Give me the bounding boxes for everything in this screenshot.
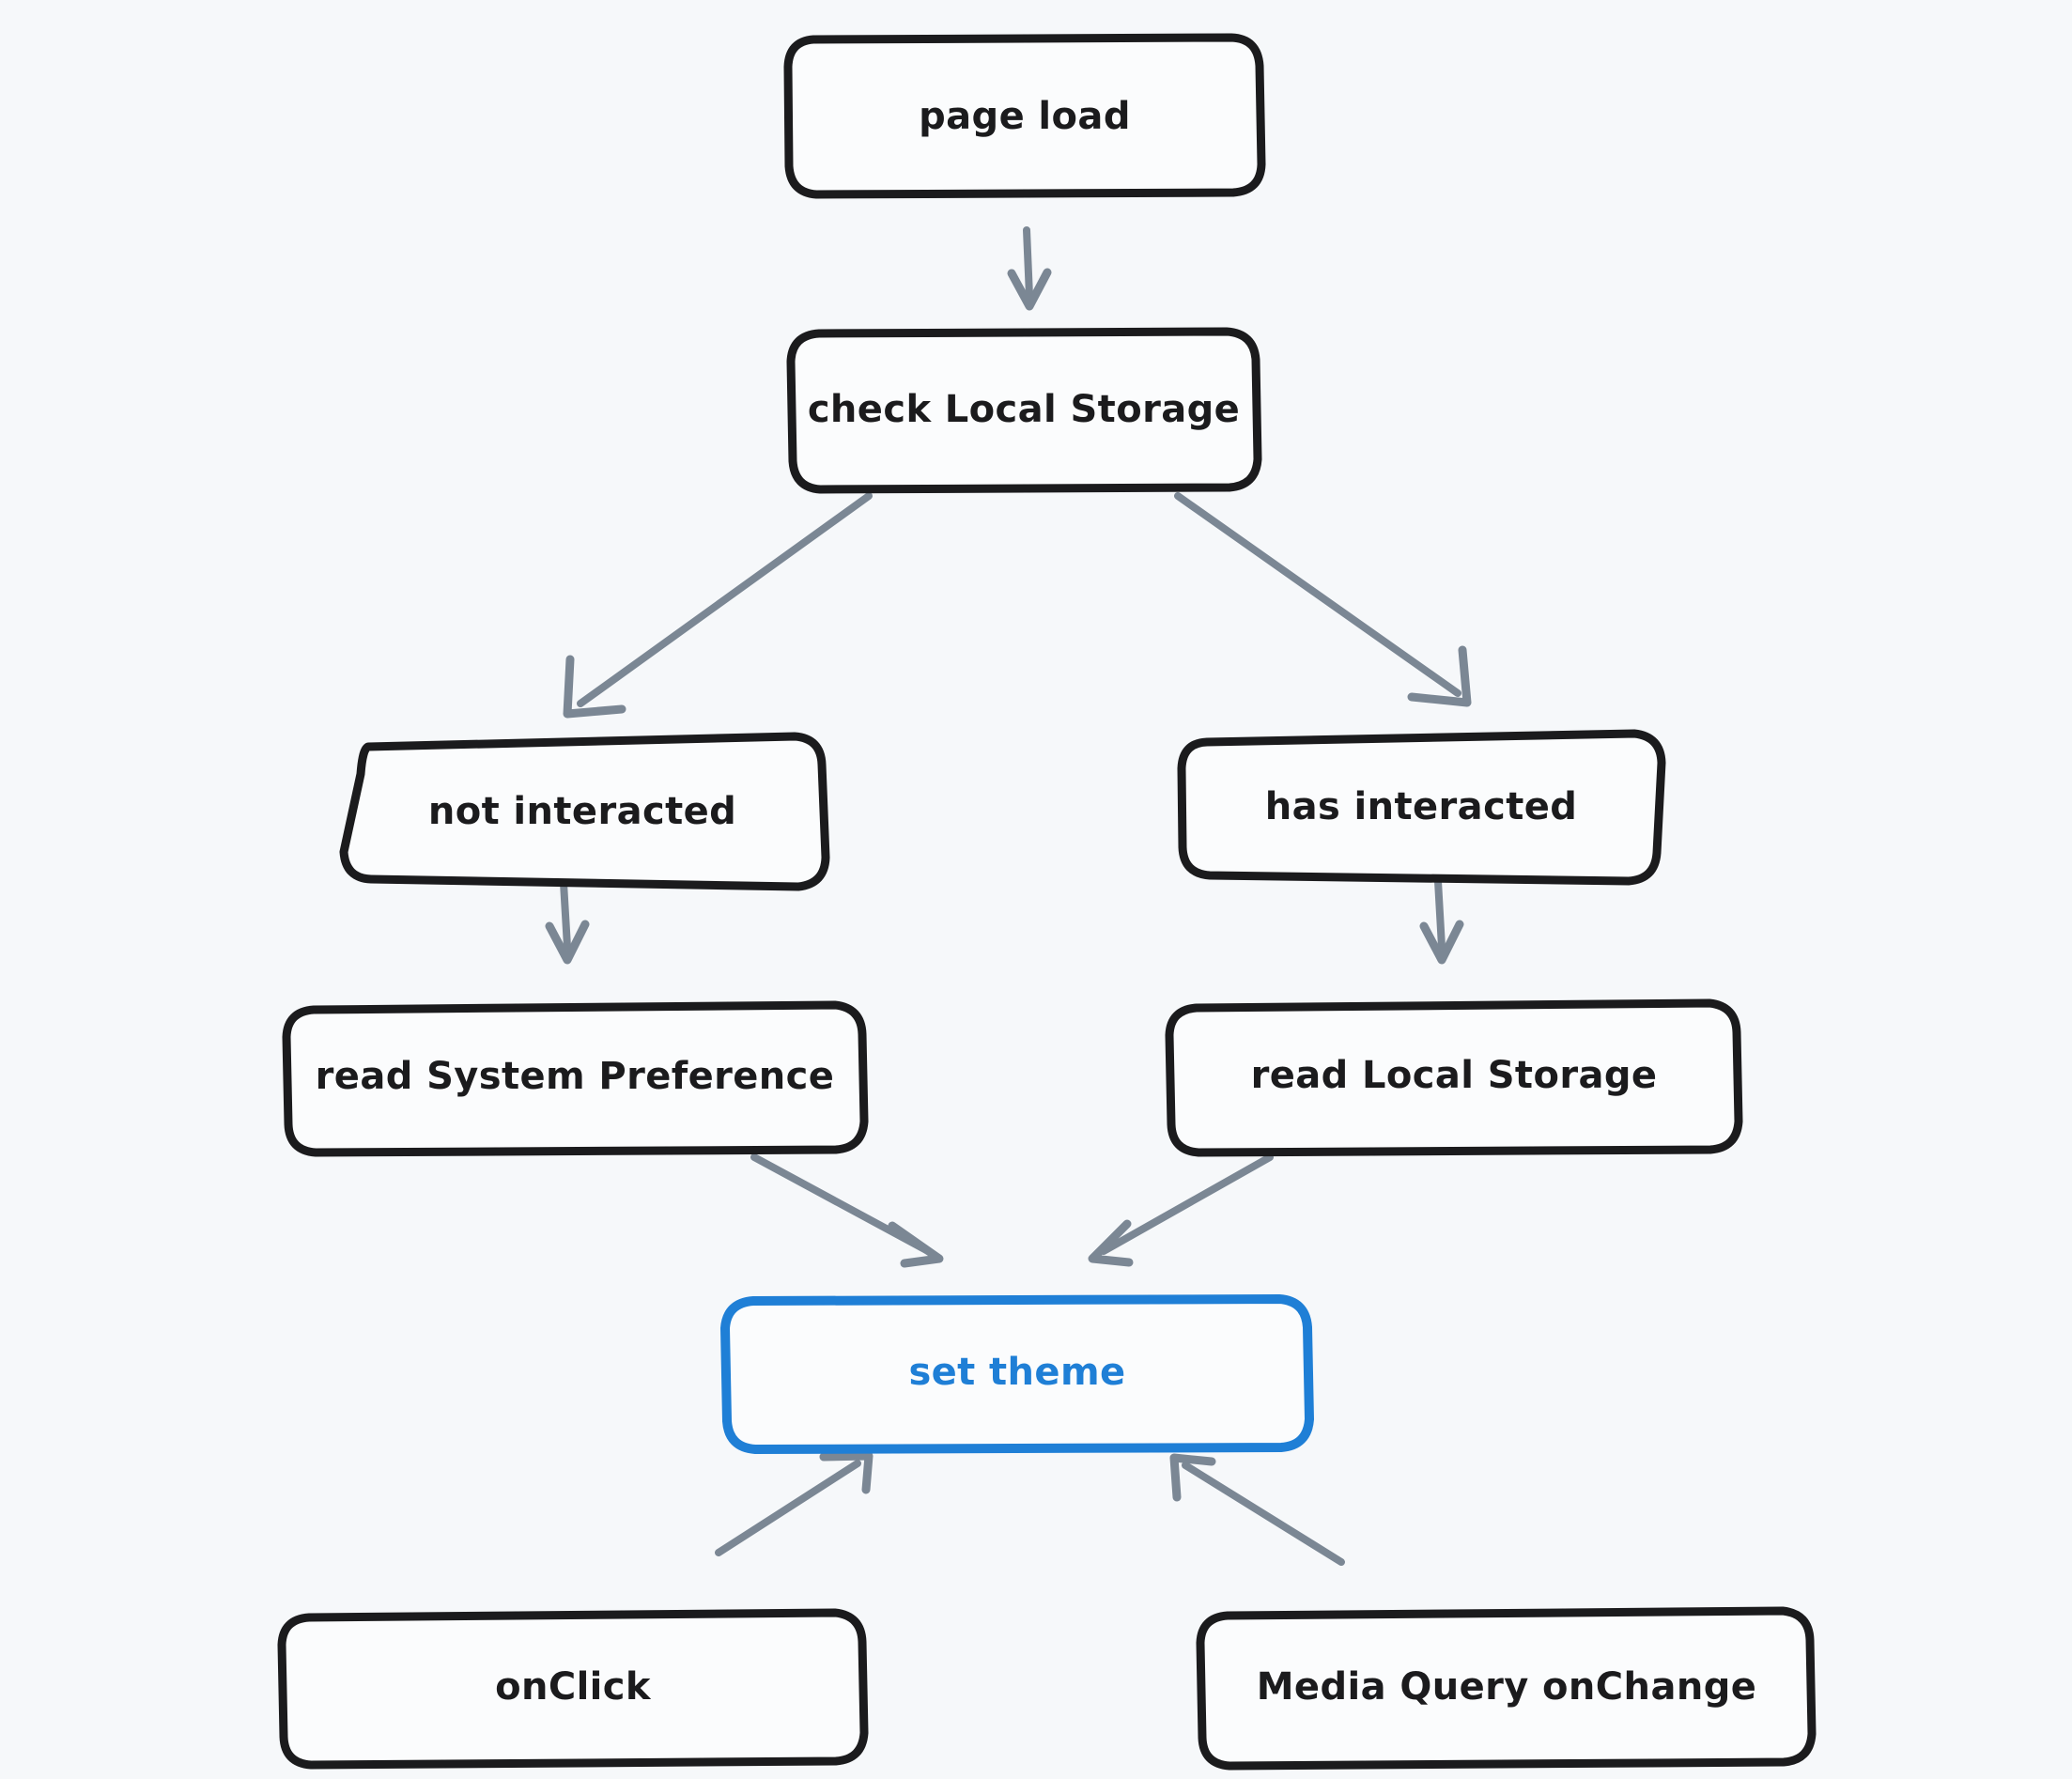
node-page-load-label: page load bbox=[919, 95, 1131, 138]
node-layer: page load check Local Storage not intera… bbox=[277, 33, 1817, 1771]
node-set-theme-label: set theme bbox=[908, 1351, 1125, 1394]
node-has-interacted[interactable]: has interacted bbox=[1177, 729, 1666, 886]
node-onclick[interactable]: onClick bbox=[277, 1608, 869, 1770]
node-read-local-storage[interactable]: read Local Storage bbox=[1165, 998, 1743, 1157]
edge-layer bbox=[545, 226, 1472, 1566]
node-check-local-storage-label: check Local Storage bbox=[808, 388, 1240, 431]
node-set-theme[interactable]: set theme bbox=[720, 1294, 1314, 1454]
edge-read-local-storage-to-set-theme bbox=[1088, 1153, 1274, 1267]
edge-has-interacted-to-read-local-storage bbox=[1419, 877, 1464, 965]
node-onclick-label: onClick bbox=[495, 1665, 652, 1709]
node-read-system-preference[interactable]: read System Preference bbox=[282, 1000, 869, 1157]
edge-page-load-to-check-local-storage bbox=[1007, 226, 1052, 311]
edge-onclick-to-set-theme bbox=[715, 1451, 874, 1556]
node-read-system-preference-label: read System Preference bbox=[316, 1055, 835, 1098]
node-not-interacted[interactable]: not interacted bbox=[339, 732, 830, 891]
node-media-query-onchange-label: Media Query onChange bbox=[1257, 1665, 1757, 1709]
node-check-local-storage[interactable]: check Local Storage bbox=[786, 327, 1262, 494]
node-read-local-storage-label: read Local Storage bbox=[1251, 1054, 1658, 1097]
edge-media-query-onchange-to-set-theme bbox=[1169, 1453, 1345, 1566]
node-media-query-onchange[interactable]: Media Query onChange bbox=[1196, 1606, 1817, 1771]
edge-check-local-storage-to-not-interacted bbox=[563, 492, 873, 719]
node-page-load[interactable]: page load bbox=[783, 33, 1266, 199]
edge-read-system-preference-to-set-theme bbox=[750, 1153, 944, 1268]
edge-check-local-storage-to-has-interacted bbox=[1174, 492, 1472, 707]
node-has-interacted-label: has interacted bbox=[1265, 785, 1578, 828]
edge-not-interacted-to-read-system-preference bbox=[545, 879, 590, 965]
node-not-interacted-label: not interacted bbox=[428, 790, 736, 833]
